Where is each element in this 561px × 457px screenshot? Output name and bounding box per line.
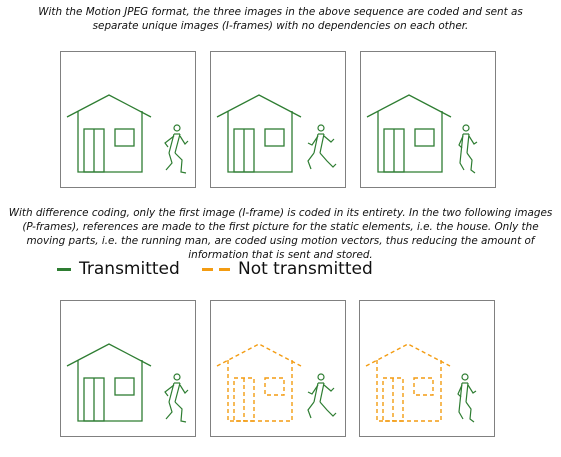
legend-solid-line-icon	[57, 267, 71, 271]
frame-top-3-drawing	[366, 94, 478, 174]
house-icon	[66, 94, 152, 173]
frame-bottom-1-drawing	[66, 343, 189, 423]
running-man-icon	[458, 124, 478, 174]
caption-top: With the Motion JPEG format, the three i…	[38, 6, 523, 32]
frame-top-2-drawing	[216, 94, 337, 173]
frame-top-1	[60, 51, 196, 188]
frame-bottom-2-drawing	[216, 343, 337, 422]
house-icon	[216, 94, 302, 173]
frame-top-3	[360, 51, 496, 188]
frame-bottom-1	[60, 300, 196, 437]
house-icon	[365, 343, 451, 422]
legend-dashed-line-icon	[202, 267, 230, 271]
legend-transmitted-label: Transmitted	[79, 259, 180, 279]
house-icon	[216, 343, 302, 422]
running-man-icon	[457, 373, 477, 423]
house-icon	[66, 343, 152, 422]
frame-bottom-3-drawing	[365, 343, 477, 423]
legend-not-transmitted: Not transmitted	[202, 259, 373, 279]
frame-top-2	[210, 51, 346, 188]
frame-top-1-drawing	[66, 94, 189, 174]
running-man-icon	[164, 373, 189, 423]
running-man-icon	[164, 124, 189, 174]
running-man-icon	[307, 124, 337, 170]
legend-not-transmitted-label: Not transmitted	[238, 259, 373, 279]
caption-middle: With difference coding, only the first i…	[8, 207, 553, 261]
house-icon	[366, 94, 452, 173]
running-man-icon	[307, 373, 337, 419]
frame-bottom-3	[359, 300, 495, 437]
frame-bottom-2	[210, 300, 346, 437]
legend-transmitted: Transmitted	[57, 259, 180, 279]
